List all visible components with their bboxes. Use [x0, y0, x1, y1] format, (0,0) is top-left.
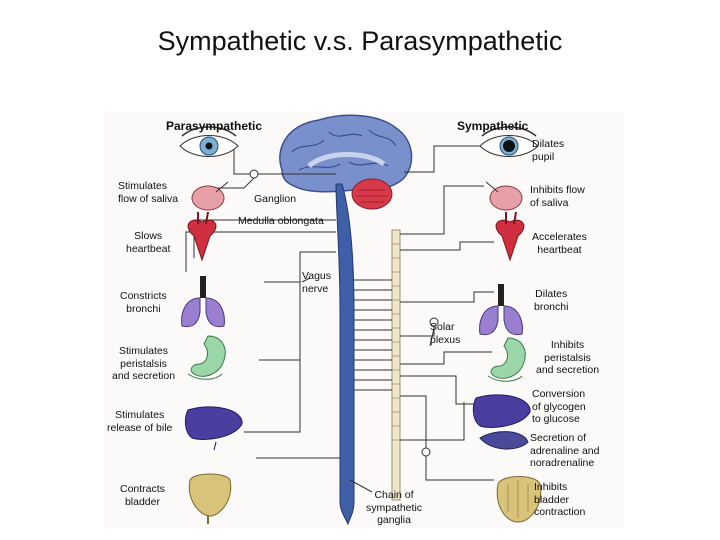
diagram-artwork	[179, 114, 542, 526]
page-title: Sympathetic v.s. Parasympathetic	[157, 26, 563, 56]
heart-left-icon	[187, 211, 217, 262]
ganglion-label: Ganglion	[254, 193, 297, 205]
cerebellum	[351, 178, 393, 210]
chain-of-sympathetic-ganglia-label: Chain of sympathetic ganglia	[366, 489, 423, 526]
corpus-callosum	[307, 152, 386, 168]
symp-effect-adrenaline: Secretion of adrenaline and noradrenalin…	[530, 432, 600, 469]
eye-right-icon	[479, 126, 539, 157]
stomach-left-icon	[187, 335, 226, 380]
para-effect-bile: Stimulates release of bile	[107, 409, 173, 434]
salivary-gland-left-icon	[191, 181, 229, 211]
symp-effect-glycogen: Conversion of glycogen to glucose	[532, 388, 586, 425]
symp-effect-saliva: Inhibits flow of saliva	[530, 184, 585, 209]
liver-right-icon	[472, 394, 531, 428]
para-effect-peristalsis: Stimulates peristalsis and secretion	[112, 345, 176, 382]
adrenal-gland-icon	[479, 431, 529, 450]
symp-effect-pupil: Dilates pupil	[532, 138, 565, 163]
para-effect-bronchi: Constricts bronchi	[120, 290, 167, 315]
eye-left-icon	[179, 126, 239, 157]
nervous-system-diagram: Parasympathetic Sympathetic Ganglion Med…	[104, 112, 624, 528]
para-effect-bladder: Contracts bladder	[120, 483, 165, 508]
vagus-nerve-label: Vagus nerve	[302, 270, 331, 295]
sympathetic-chain	[391, 229, 401, 501]
symp-effect-bronchi: Dilates bronchi	[534, 288, 569, 313]
bladder-right-icon	[496, 476, 542, 523]
brain-folds	[291, 129, 397, 171]
para-effect-heartbeat: Slows heartbeat	[126, 230, 171, 255]
medulla-oblongata-label: Medulla oblongata	[238, 215, 324, 227]
lungs-right-icon	[479, 284, 523, 336]
stomach-right-icon	[487, 337, 526, 382]
heart-right-icon	[495, 211, 525, 262]
lungs-left-icon	[181, 276, 225, 328]
bladder-left-icon	[188, 473, 232, 524]
spinal-cord	[335, 183, 355, 526]
liver-left-icon	[184, 406, 243, 451]
parasympathetic-header: Parasympathetic	[166, 119, 263, 133]
salivary-gland-right-icon	[485, 181, 523, 211]
para-effect-saliva: Stimulates flow of saliva	[118, 180, 179, 205]
symp-effect-heartbeat: Accelerates heartbeat	[532, 231, 587, 256]
symp-effect-peristalsis: Inhibits peristalsis and secretion	[536, 339, 600, 376]
symp-effect-bladder: Inhibits bladder contraction	[534, 481, 586, 518]
sympathetic-header: Sympathetic	[457, 119, 529, 133]
solar-plexus-label: Solar plexus	[430, 321, 461, 346]
